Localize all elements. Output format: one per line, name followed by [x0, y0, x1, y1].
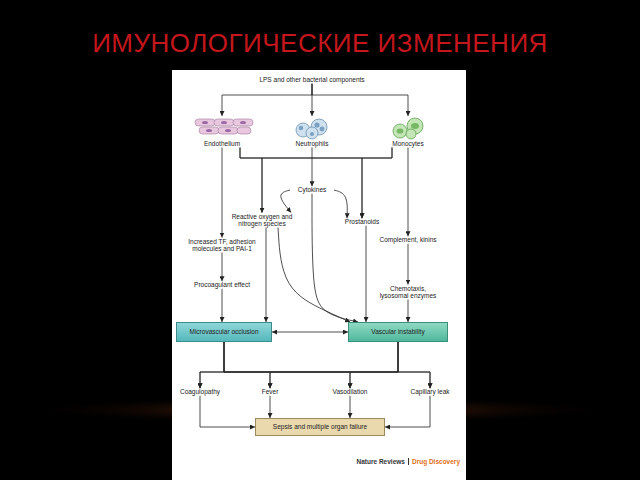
cell-node: Monocytes — [376, 116, 440, 147]
connector — [350, 396, 351, 418]
connector — [408, 147, 409, 236]
node-text: Reactive oxygen and nitrogen species — [223, 213, 301, 228]
process-label: Chemotaxis, lysosomal enzymes — [375, 285, 441, 300]
node-text: Neutrophils — [280, 140, 344, 147]
connector — [312, 194, 358, 322]
connector — [312, 147, 313, 186]
connector — [200, 342, 398, 388]
outcome-label: Vasodilation — [325, 388, 375, 395]
connector — [224, 342, 350, 388]
node-text: Cytokines — [290, 186, 334, 193]
connector — [200, 342, 224, 388]
node-text: LPS and other bacterial components — [222, 76, 402, 83]
mediator-label: Prostanoids — [337, 218, 387, 225]
slide-title: ИМУНОЛОГИЧЕСКИЕ ИЗМЕНЕНИЯ — [0, 28, 640, 59]
connector — [266, 227, 267, 322]
node-text: Monocytes — [376, 140, 440, 147]
node-text: Prostanoids — [337, 218, 387, 225]
connector — [408, 244, 409, 285]
credit-text: Drug Discovery — [408, 458, 460, 465]
connector — [350, 342, 398, 388]
connector — [222, 147, 223, 237]
connector — [312, 84, 408, 116]
outcome-label: Coagulopathy — [174, 388, 226, 395]
process-label: Increased TF, adhesion molecules and PAI… — [187, 238, 257, 253]
node-text: Procoagulant effect — [187, 281, 257, 288]
connector — [270, 342, 398, 388]
credit-text: Nature Reviews — [357, 458, 408, 465]
connector — [200, 396, 255, 427]
outcome-label: Capillary leak — [403, 388, 457, 395]
connector — [278, 227, 350, 322]
node-text: Capillary leak — [403, 388, 457, 395]
source-label: LPS and other bacterial components — [222, 76, 402, 83]
node-text: Complement, kinins — [372, 236, 444, 243]
connector — [408, 299, 409, 322]
result-box: Sepsis and multiple organ failure — [255, 418, 385, 436]
node-text: Microvascular occlusion — [190, 328, 259, 335]
connector — [398, 342, 430, 388]
connector — [222, 289, 223, 322]
neutrophil-illustration — [296, 119, 327, 139]
process-label: Complement, kinins — [372, 236, 444, 243]
connector — [366, 226, 367, 322]
connector — [222, 84, 312, 116]
connector — [222, 252, 223, 281]
connector — [385, 396, 430, 427]
node-text: Endothelium — [190, 140, 254, 147]
node-text: Vascular instability — [371, 328, 424, 335]
node-text: Chemotaxis, lysosomal enzymes — [375, 285, 441, 300]
connector — [270, 396, 271, 418]
node-text: Vasodilation — [325, 388, 375, 395]
node-text: Increased TF, adhesion molecules and PAI… — [187, 238, 257, 253]
credit-line: Nature ReviewsDrug Discovery — [357, 458, 460, 465]
node-text: Coagulopathy — [174, 388, 226, 395]
node-text: Sepsis and multiple organ failure — [273, 423, 367, 430]
connector — [272, 332, 348, 333]
connector — [334, 190, 347, 218]
endothelium-illustration — [195, 119, 253, 134]
process-box: Vascular instability — [348, 322, 448, 342]
connector — [224, 342, 430, 388]
cell-node: Neutrophils — [280, 116, 344, 147]
node-text: Fever — [255, 388, 285, 395]
connector — [362, 147, 392, 218]
cell-node: Endothelium — [190, 116, 254, 147]
mediator-label: Cytokines — [290, 186, 334, 193]
process-box: Microvascular occlusion — [176, 322, 272, 342]
outcome-label: Fever — [255, 388, 285, 395]
process-label: Procoagulant effect — [187, 281, 257, 288]
connector — [262, 147, 392, 212]
connector — [281, 190, 291, 213]
mediator-label: Reactive oxygen and nitrogen species — [223, 213, 301, 228]
connector — [224, 342, 270, 388]
monocyte-illustration — [393, 118, 423, 139]
connector — [240, 147, 262, 212]
